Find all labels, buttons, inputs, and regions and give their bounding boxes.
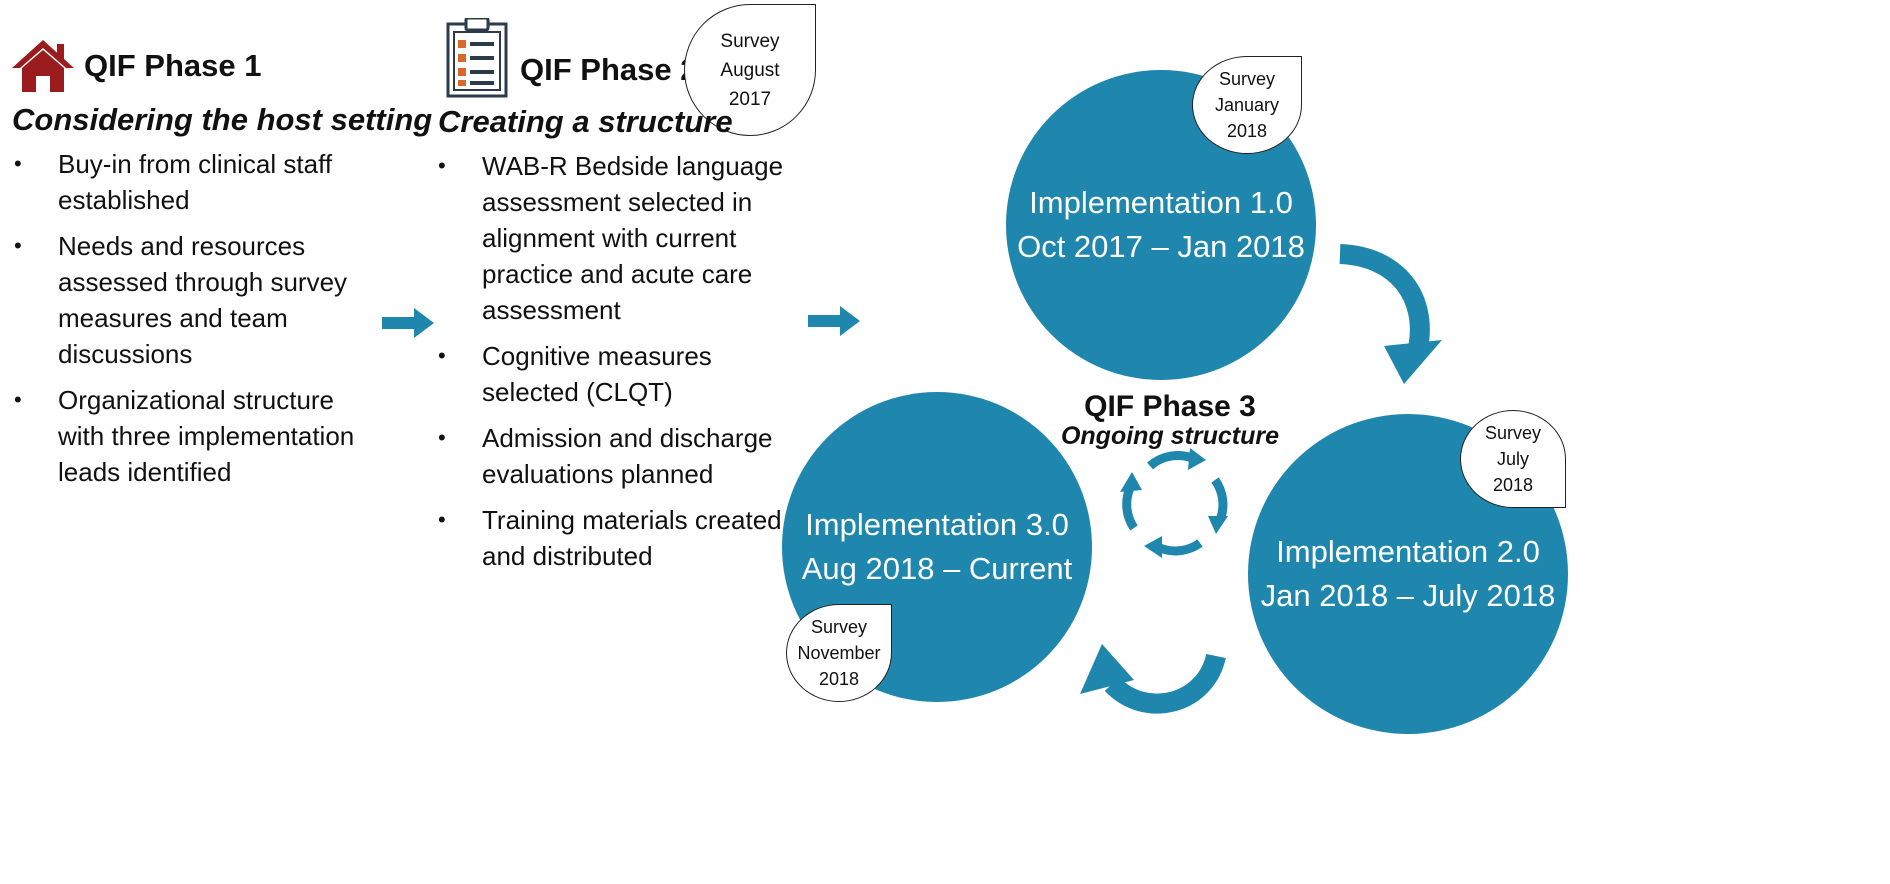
phase2-bullet: WAB-R Bedside language assessment select… (436, 148, 786, 328)
phase2-bullet: Admission and discharge evaluations plan… (436, 420, 786, 492)
survey-month: January (1214, 95, 1280, 115)
survey-month: November (797, 643, 881, 663)
phase1-bullet: Needs and resources assessed through sur… (12, 228, 382, 372)
clipboard-checklist-icon (446, 18, 508, 98)
phase2-bullet-list: WAB-R Bedside language assessment select… (436, 148, 786, 584)
implementation-2-circle: Implementation 2.0 Jan 2018 – July 2018 (1248, 414, 1568, 734)
house-icon (12, 40, 74, 92)
implementation-dates: Jan 2018 – July 2018 (1260, 578, 1556, 613)
survey-bubble-august-2017: Survey August 2017 (684, 4, 816, 136)
survey-label: Survey (810, 617, 868, 637)
arrow-right-icon (382, 308, 434, 338)
survey-year: 2018 (1492, 475, 1534, 495)
implementation-dates: Aug 2018 – Current (801, 551, 1073, 586)
phase1-subtitle: Considering the host setting (12, 102, 433, 137)
phase2-subtitle: Creating a structure (438, 104, 733, 139)
survey-bubble-november-2018: Survey November 2018 (786, 604, 892, 702)
implementation-name: Implementation 3.0 (805, 507, 1069, 542)
phase1-bullet: Buy-in from clinical staff established (12, 146, 382, 218)
survey-label: Survey (1484, 423, 1542, 443)
survey-bubble-july-2018: Survey July 2018 (1460, 410, 1566, 508)
phase2-title: QIF Phase 2 (520, 52, 698, 87)
survey-label: Survey (720, 30, 780, 52)
implementation-name: Implementation 2.0 (1276, 534, 1540, 569)
survey-year: 2018 (818, 669, 860, 689)
survey-year: 2018 (1226, 121, 1268, 141)
survey-month: August (720, 59, 780, 81)
implementation-name: Implementation 1.0 (1029, 185, 1293, 220)
survey-bubble-january-2018: Survey January 2018 (1192, 56, 1302, 154)
survey-label: Survey (1218, 69, 1276, 89)
phase3-subtitle: Ongoing structure (1060, 422, 1280, 450)
phase2-bullet: Training materials created and distribut… (436, 502, 786, 574)
arrow-right-icon (808, 306, 860, 336)
phase1-bullet-list: Buy-in from clinical staff established N… (12, 146, 382, 500)
phase2-bullet: Cognitive measures selected (CLQT) (436, 338, 786, 410)
cycle-arrows-icon (1120, 448, 1228, 558)
survey-month: July (1496, 449, 1529, 469)
phase3-title: QIF Phase 3 (1084, 390, 1256, 423)
curved-arrow-icon (1339, 244, 1442, 384)
survey-year: 2017 (728, 88, 772, 110)
phase1-bullet: Organizational structure with three impl… (12, 382, 382, 490)
phase1-title: QIF Phase 1 (84, 48, 262, 83)
curved-arrow-icon (1080, 644, 1226, 714)
implementation-dates: Oct 2017 – Jan 2018 (1017, 229, 1305, 264)
